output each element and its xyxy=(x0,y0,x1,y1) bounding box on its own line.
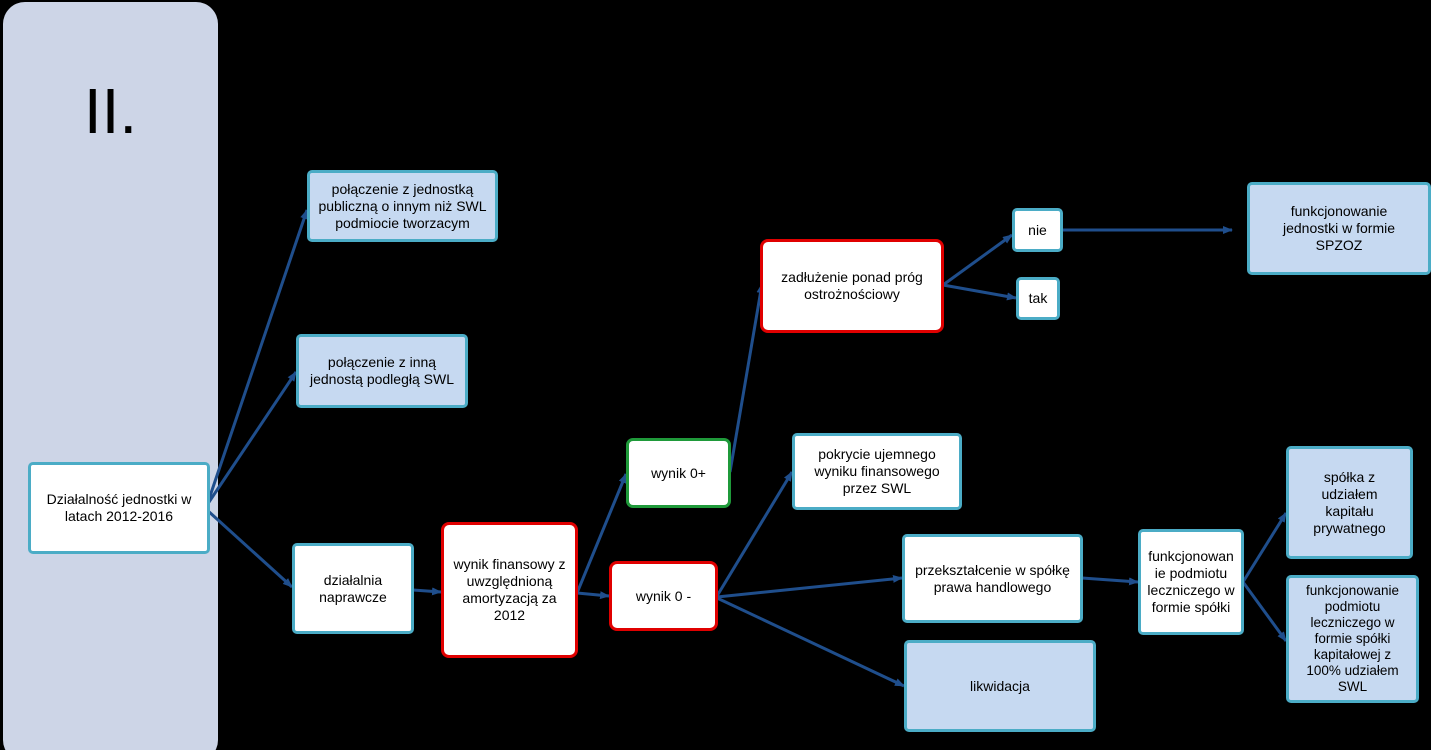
arrow-zadluzenie-to-nie xyxy=(942,233,1013,287)
arrow-spolka-to-100 xyxy=(1241,581,1288,642)
node-dzialalnosc: Działalność jednostki w latach 2012-2016 xyxy=(28,462,210,554)
arrow-to-polaczenie-swl xyxy=(205,371,298,506)
arrow-to-naprawcze xyxy=(205,508,294,589)
node-spolka-100: funkcjonowanie podmiotu leczniczego w fo… xyxy=(1286,575,1419,703)
arrow-spolka-to-prywatny xyxy=(1241,512,1288,583)
node-polaczenie-publiczna: połączenie z jednostką publiczną o innym… xyxy=(307,170,498,242)
section-numeral: II. xyxy=(83,75,138,147)
node-tak: tak xyxy=(1016,277,1060,320)
node-wynik-minus: wynik 0 - xyxy=(609,561,718,631)
arrow-wynik-to-minus xyxy=(576,591,610,600)
node-wynik-finansowy: wynik finansowy z uwzględnioną amortyzac… xyxy=(441,522,578,658)
arrow-naprawcze-to-wynik xyxy=(412,587,442,596)
arrow-wynik-to-plus xyxy=(575,473,628,594)
node-funkcjonowanie-spolki: funkcjonowan ie podmiotu leczniczego w f… xyxy=(1138,529,1244,635)
side-panel: II. xyxy=(3,2,218,750)
arrow-minus-to-przeksztalcenie xyxy=(716,574,903,599)
arrow-zadluzenie-to-tak xyxy=(942,283,1017,301)
arrow-minus-to-pokrycie xyxy=(715,471,794,597)
node-wynik-plus: wynik 0+ xyxy=(626,438,731,508)
node-polaczenie-swl: połączenie z inną jednostą podległą SWL xyxy=(296,334,468,408)
arrow-przeksztalcenie-to-spolka xyxy=(1081,576,1139,586)
node-funkcjonowanie-spzoz: funkcjonowanie jednostki w formie SPZOZ xyxy=(1247,182,1431,275)
node-naprawcze: działalnia naprawcze xyxy=(292,543,414,634)
node-pokrycie: pokrycie ujemnego wyniku finansowego prz… xyxy=(792,433,962,510)
node-nie: nie xyxy=(1012,208,1063,252)
arrow-to-polaczenie-publiczna xyxy=(205,209,309,506)
node-likwidacja: likwidacja xyxy=(904,640,1096,732)
arrow-minus-to-likwidacja xyxy=(716,596,905,688)
node-przeksztalcenie: przekształcenie w spółkę prawa handloweg… xyxy=(902,534,1083,623)
arrow-plus-to-zadluzenie xyxy=(728,283,765,473)
node-zadluzenie: zadłużenie ponad próg ostrożnościowy xyxy=(760,239,944,333)
node-spolka-prywatny: spółka z udziałem kapitału prywatnego xyxy=(1286,446,1413,559)
